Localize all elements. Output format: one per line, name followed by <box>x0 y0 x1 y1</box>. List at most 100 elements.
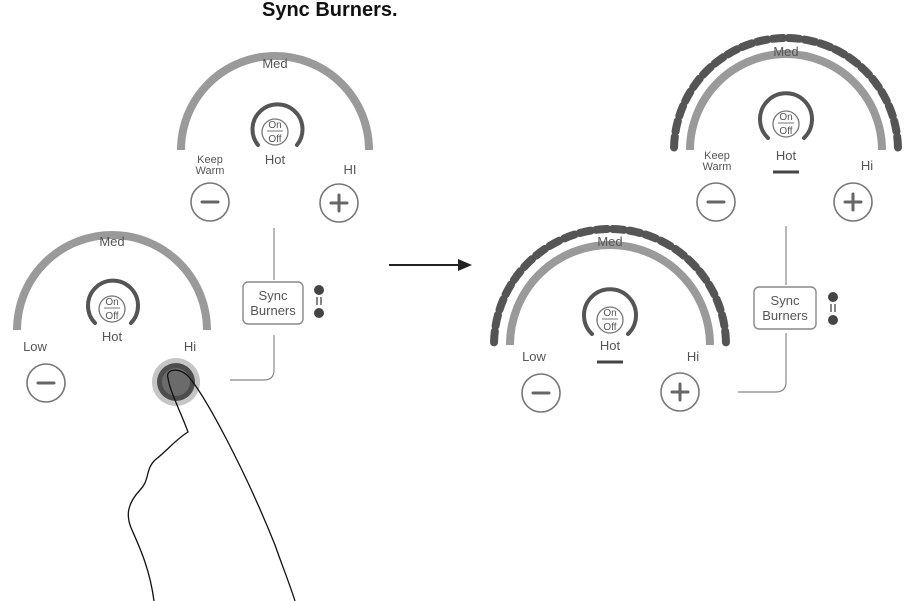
lit-segment <box>681 87 695 106</box>
level-label-med: Med <box>597 234 622 249</box>
plus-icon <box>670 382 690 402</box>
lit-segment <box>800 35 820 46</box>
power-on-label: On <box>105 297 118 308</box>
lit-segment <box>491 310 502 330</box>
caption-title: Sync Burners. <box>262 0 398 21</box>
lit-segment <box>575 226 595 237</box>
keep-warm-label-line1: Keep <box>197 154 223 166</box>
finger-icon <box>127 369 296 601</box>
lit-segment <box>768 34 788 43</box>
lit-segment <box>890 116 901 136</box>
lit-segment <box>490 327 499 347</box>
after-sync-burners-button[interactable]: Sync Burners <box>753 286 817 330</box>
decrease-button[interactable] <box>26 363 66 403</box>
level-label-med: Med <box>773 44 798 59</box>
lit-segment <box>868 74 883 92</box>
keep-warm-label-line2: Warm <box>703 161 732 173</box>
heat-level-arc <box>686 50 886 151</box>
lit-segment <box>560 230 579 243</box>
level-label-med: Med <box>99 234 124 249</box>
increase-button-pressed[interactable] <box>152 358 200 406</box>
lit-segment <box>545 236 564 251</box>
power-on-label: On <box>779 112 792 123</box>
power-button[interactable]: On Off <box>250 102 305 147</box>
lit-segment <box>495 295 508 314</box>
power-on-label: On <box>268 120 281 131</box>
lit-segment <box>723 45 742 59</box>
hot-label: Hot <box>102 329 123 344</box>
before-sync-burners-button[interactable]: Sync Burners <box>242 281 304 325</box>
before-sync-connector <box>230 228 275 381</box>
lit-segment <box>877 87 891 106</box>
lit-level-segments <box>490 225 730 347</box>
lit-segment <box>752 35 772 46</box>
lit-segment <box>671 116 682 136</box>
increase-button[interactable] <box>319 183 359 223</box>
lit-segment <box>683 255 700 272</box>
sync-button-line2: Burners <box>762 308 808 323</box>
sync-indicator-icon <box>828 292 838 325</box>
hi-label: HI <box>344 162 357 177</box>
after-rear-burner: Med On Off Hot Keep Warm Hi <box>670 34 902 222</box>
hi-label: Hi <box>687 349 699 364</box>
lit-segment <box>592 225 612 234</box>
power-button[interactable]: On Off <box>758 91 814 140</box>
power-off-label: Off <box>105 311 118 322</box>
lit-segment <box>501 280 516 299</box>
increase-button[interactable] <box>660 372 700 412</box>
lit-segment <box>884 101 897 120</box>
arrow-icon <box>389 259 472 271</box>
lit-segment <box>737 39 756 52</box>
sync-indicator-icon <box>314 285 324 318</box>
lit-segment <box>656 236 675 251</box>
increase-button[interactable] <box>833 182 873 222</box>
power-ring <box>758 91 814 140</box>
lit-segment <box>689 74 704 92</box>
power-off-label: Off <box>603 322 616 333</box>
heat-level-arc <box>13 231 211 331</box>
plus-icon <box>843 192 863 212</box>
power-ring <box>86 278 140 325</box>
before-front-burner: Med On Off Hot Low Hi <box>13 231 211 406</box>
decrease-button[interactable] <box>521 373 561 413</box>
power-ring <box>250 102 305 147</box>
power-ring <box>582 287 638 336</box>
lit-level-segments <box>670 34 902 152</box>
heat-level-arc <box>506 241 714 346</box>
lit-segment <box>721 327 730 347</box>
lit-segment <box>830 45 849 59</box>
after-front-burner: Med On Off Hot Low Hi <box>490 225 730 413</box>
lit-segment <box>712 295 725 314</box>
after-sync-connector <box>738 226 787 393</box>
lit-segment <box>857 63 873 79</box>
hi-label: Hi <box>184 339 196 354</box>
low-label: Low <box>23 339 47 354</box>
plus-icon <box>329 193 349 213</box>
decrease-button[interactable] <box>696 182 736 222</box>
hot-label: Hot <box>776 148 797 163</box>
lit-segment <box>625 226 645 237</box>
keep-warm-label-line2: Warm <box>196 165 225 177</box>
sync-button-line2: Burners <box>250 303 296 318</box>
lit-segment <box>670 244 688 260</box>
lit-segment <box>704 280 719 299</box>
decrease-button[interactable] <box>190 182 230 222</box>
power-on-off-icon <box>596 306 624 334</box>
lit-segment <box>816 39 835 52</box>
lit-segment <box>675 101 688 120</box>
lit-segment <box>608 225 628 234</box>
lit-segment <box>710 53 728 68</box>
lit-segment <box>699 63 715 79</box>
hot-label: Hot <box>600 338 621 353</box>
sync-button-line1: Sync <box>259 288 288 303</box>
power-button[interactable]: On Off <box>86 278 140 325</box>
lit-segment <box>641 230 660 243</box>
lit-segment <box>844 53 862 68</box>
sync-button-line1: Sync <box>771 293 800 308</box>
lit-segment <box>784 34 804 43</box>
power-button[interactable]: On Off <box>582 287 638 336</box>
power-on-off-icon <box>261 118 289 146</box>
lit-segment <box>532 244 550 260</box>
power-on-off-icon <box>772 110 800 138</box>
